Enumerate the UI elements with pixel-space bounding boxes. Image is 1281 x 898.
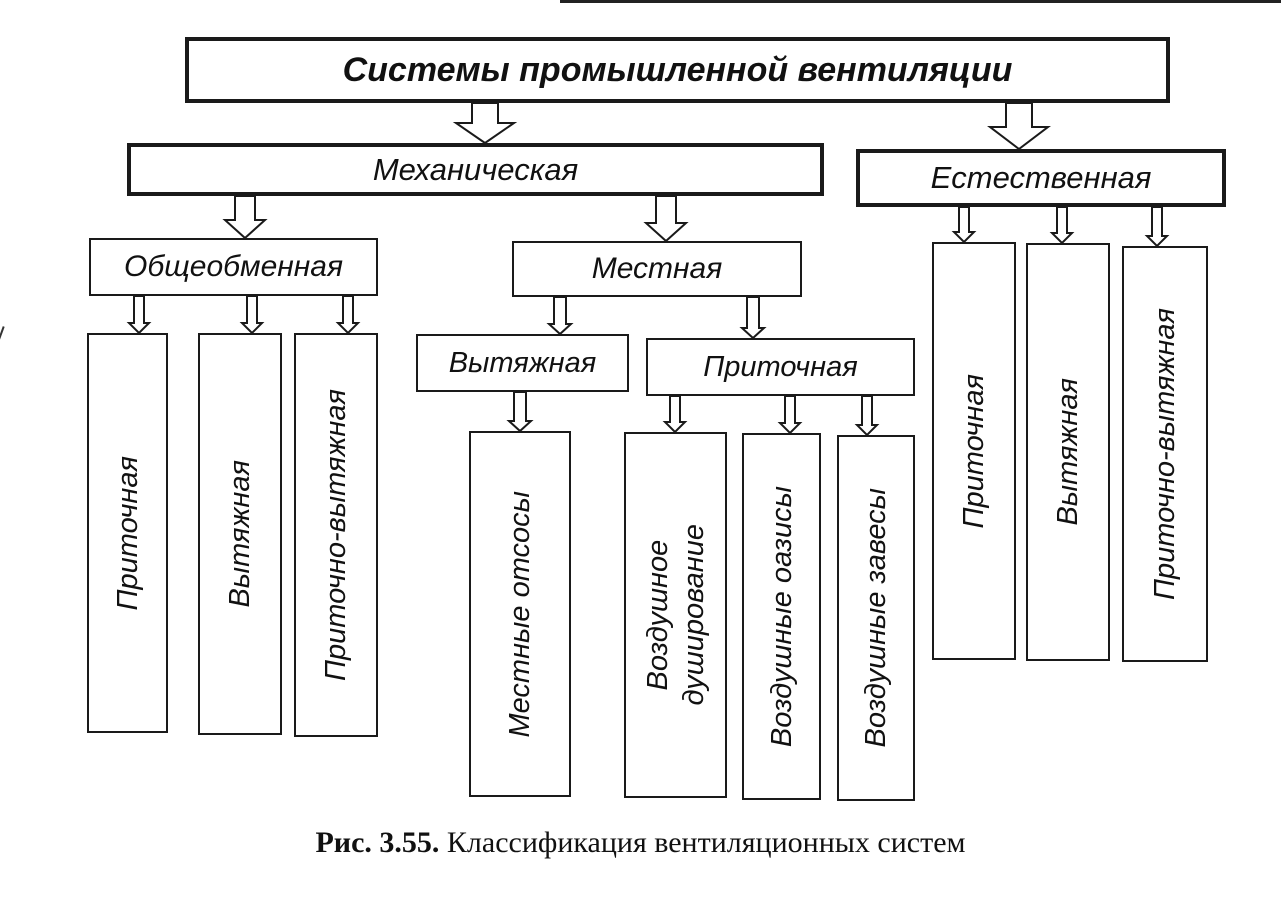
- local-supply-leaf-oases-label: Воздушные оазисы: [765, 485, 798, 748]
- local-supply-label: Приточная: [703, 350, 858, 383]
- arrow-general-supply-exhaust: [335, 295, 361, 335]
- arrow-natural-supply: [951, 206, 977, 244]
- arrow-local-exhaust: [546, 296, 574, 336]
- general-leaf-supply-exhaust-label: Приточно-вытяжная: [320, 388, 352, 681]
- general-leaf-exhaust-label: Вытяжная: [224, 460, 256, 608]
- natural-leaf-exhaust: Вытяжная: [1026, 243, 1110, 661]
- local-label: Местная: [591, 252, 723, 285]
- general-node: Общеобменная: [89, 238, 378, 296]
- caption-number: Рис. 3.55.: [315, 826, 440, 859]
- arrow-supply-showering: [662, 395, 688, 434]
- local-supply-leaf-oases: Воздушные оазисы: [742, 433, 821, 800]
- natural-label: Естественная: [930, 160, 1152, 195]
- general-leaf-supply-exhaust: Приточно-вытяжная: [294, 333, 378, 737]
- arrow-local-supply: [739, 296, 767, 340]
- natural-leaf-supply-exhaust-label: Приточно-вытяжная: [1149, 307, 1181, 600]
- caption-text: Классификация вентиляционных систем: [446, 826, 966, 859]
- local-exhaust-label: Вытяжная: [448, 346, 597, 379]
- arrow-mechanical-general: [222, 195, 268, 240]
- local-supply-leaf-curtains-label: Воздушные завесы: [860, 488, 892, 748]
- natural-leaf-supply: Приточная: [932, 242, 1016, 660]
- general-leaf-supply-label: Приточная: [111, 455, 144, 611]
- local-node: Местная: [512, 241, 802, 297]
- showering-line-2: душирование: [677, 524, 710, 706]
- arrow-supply-curtains: [854, 395, 880, 437]
- showering-line-1: Воздушное: [641, 539, 674, 691]
- local-exhaust-node: Вытяжная: [416, 334, 629, 392]
- arrow-exhaust-leaf: [506, 391, 534, 433]
- arrow-supply-oases: [777, 395, 803, 435]
- local-supply-leaf-curtains: Воздушные завесы: [837, 435, 915, 801]
- scan-top-border: [560, 0, 1281, 3]
- arrow-root-natural: [987, 102, 1051, 151]
- general-leaf-supply: Приточная: [87, 333, 168, 733]
- local-exhaust-leaf: Местные отсосы: [469, 431, 571, 797]
- local-supply-leaf-showering: Воздушное душирование: [624, 432, 727, 798]
- natural-leaf-supply-label: Приточная: [958, 373, 990, 529]
- arrow-natural-supply-exhaust: [1144, 206, 1170, 248]
- figure-caption: Рис. 3.55. Классификация вентиляционных …: [0, 826, 1281, 860]
- arrow-general-exhaust: [239, 295, 265, 335]
- arrow-root-mechanical: [452, 102, 518, 145]
- natural-leaf-exhaust-label: Вытяжная: [1052, 378, 1084, 526]
- local-supply-leaf-showering-label: Воздушное душирование: [640, 524, 712, 706]
- mechanical-node: Механическая: [127, 143, 824, 196]
- arrow-mechanical-local: [643, 195, 689, 243]
- arrow-natural-exhaust: [1049, 206, 1075, 245]
- root-label: Системы промышленной вентиляции: [342, 50, 1013, 89]
- general-leaf-exhaust: Вытяжная: [198, 333, 282, 735]
- root-node: Системы промышленной вентиляции: [185, 37, 1170, 103]
- arrow-general-supply: [126, 295, 152, 335]
- mechanical-label: Механическая: [372, 151, 579, 187]
- natural-leaf-supply-exhaust: Приточно-вытяжная: [1122, 246, 1208, 662]
- general-label: Общеобменная: [124, 250, 343, 283]
- local-exhaust-leaf-label: Местные отсосы: [504, 490, 536, 738]
- natural-node: Естественная: [856, 149, 1226, 207]
- local-supply-node: Приточная: [646, 338, 915, 396]
